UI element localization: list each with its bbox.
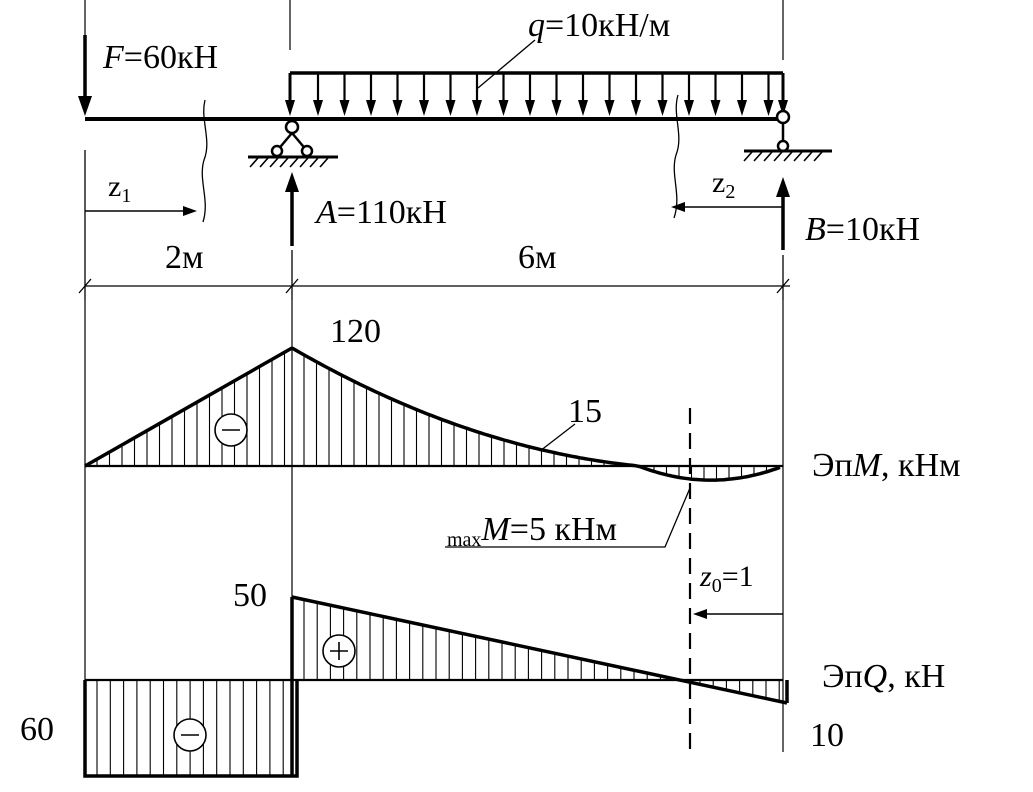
moment-left-branch <box>84 346 293 468</box>
reaction-a-arrow <box>285 172 299 246</box>
shear-title: ЭпQ, кН <box>822 658 945 695</box>
shear-diagram <box>83 470 789 778</box>
z2-arrow <box>671 202 783 212</box>
q-leader <box>477 39 536 89</box>
z0-label: z0=1 <box>699 560 754 597</box>
moment-curve <box>291 346 781 482</box>
max-moment-label: maxM=5 кНм <box>447 511 617 551</box>
shear-10-label: 10 <box>810 717 844 754</box>
load-q-label: q=10кН/м <box>528 7 670 44</box>
reaction-a-label: A=110кН <box>314 194 447 231</box>
section-line-1 <box>201 99 208 223</box>
shear-negative-block <box>83 680 299 778</box>
reaction-b-label: B=10кН <box>805 211 920 248</box>
maxm-leader <box>445 487 691 548</box>
shear-sloped-line <box>291 595 788 705</box>
section-line-2 <box>673 94 680 219</box>
z1-arrow <box>85 206 197 216</box>
force-f-arrow <box>78 35 92 116</box>
z0-arrow <box>693 609 783 619</box>
support-b <box>743 109 832 162</box>
z1-label: z1 <box>108 170 131 207</box>
dimension-line <box>78 150 790 300</box>
support-a <box>248 119 338 168</box>
distributed-load <box>285 71 788 116</box>
moment-15-label: 15 <box>568 393 602 430</box>
span-right-label: 6м <box>518 239 557 276</box>
force-f-label: F=60кН <box>102 39 218 76</box>
shear-60-label: 60 <box>20 711 54 748</box>
moment-title: ЭпM, кНм <box>812 447 961 484</box>
moment-diagram <box>84 300 784 548</box>
m15-leader <box>539 423 576 452</box>
span-left-label: 2м <box>165 239 204 276</box>
beam-scheme <box>78 0 832 300</box>
moment-120-label: 120 <box>330 313 381 350</box>
reaction-b-arrow <box>776 177 790 250</box>
z2-label: z2 <box>712 166 735 203</box>
shear-50-label: 50 <box>233 577 267 614</box>
